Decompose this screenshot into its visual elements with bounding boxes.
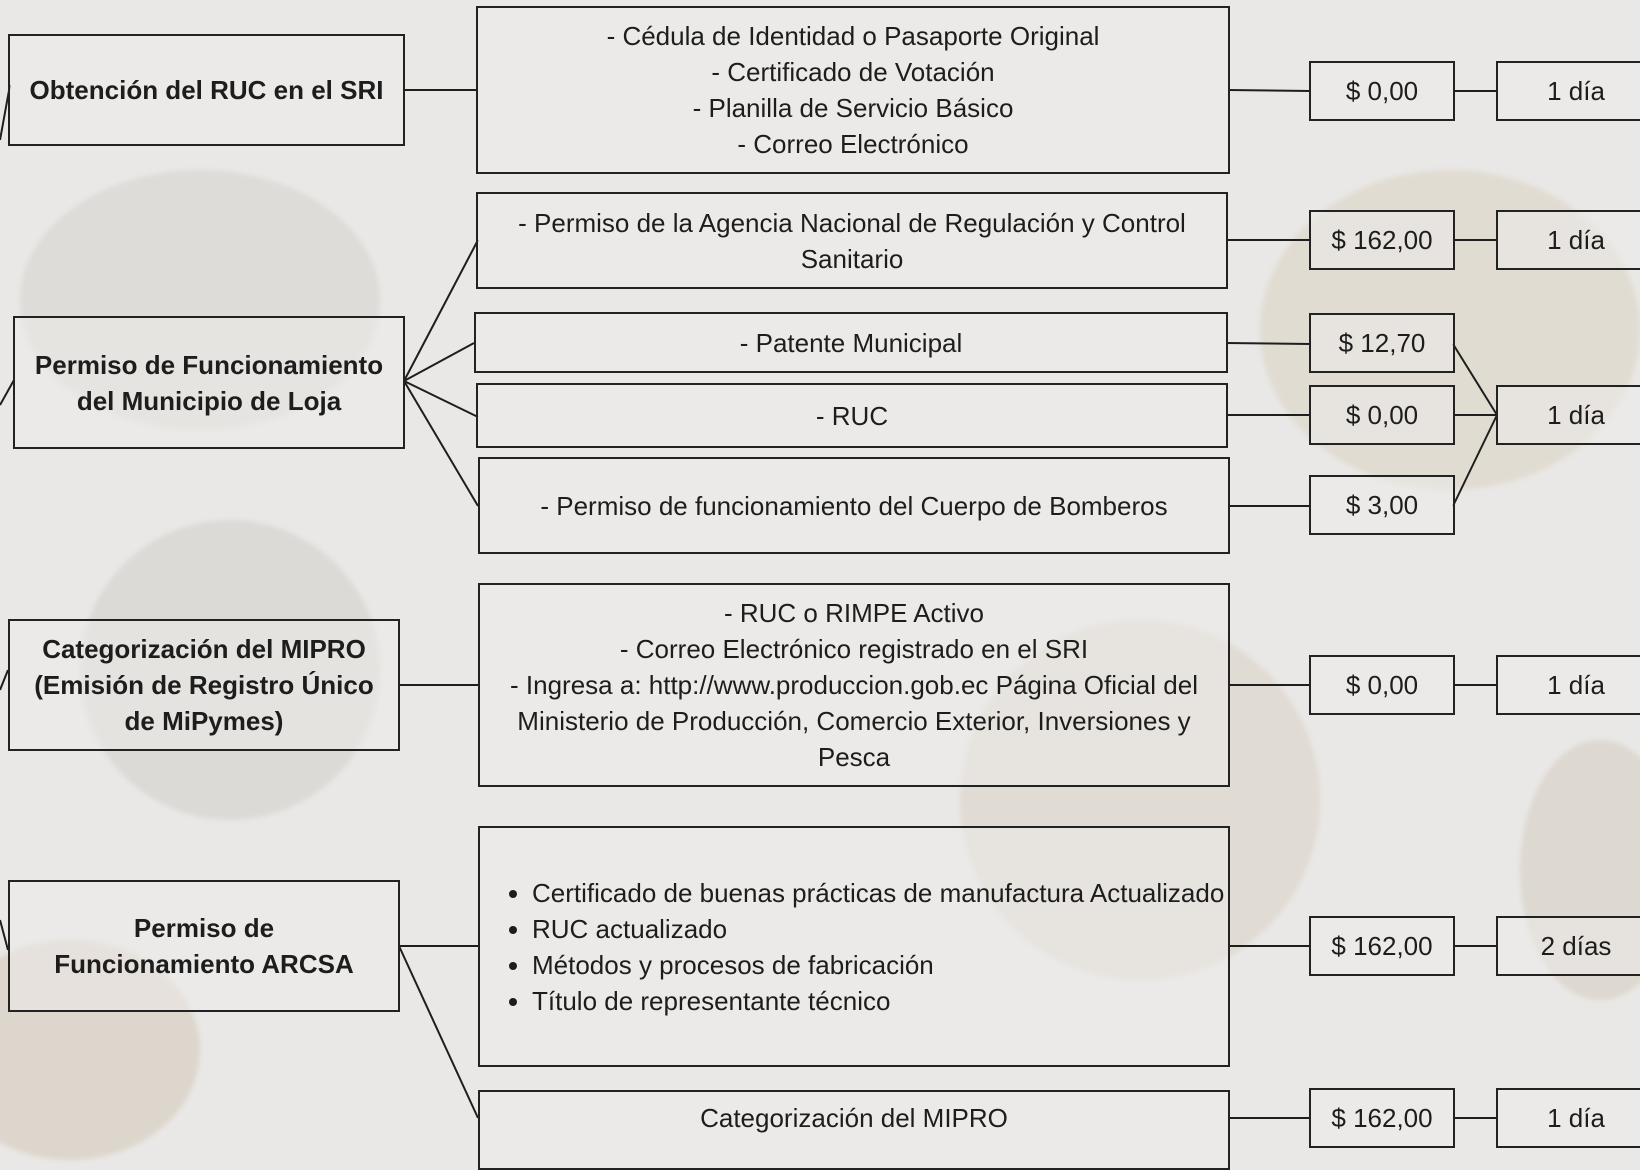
cost-badge: $ 0,00	[1309, 385, 1455, 445]
requirement-bullet: Métodos y procesos de fabricación	[532, 947, 1228, 983]
requirement-bullet: RUC actualizado	[532, 911, 1228, 947]
requirement-patente: - Patente Municipal	[474, 312, 1228, 373]
procedure-mipro: Categorización del MIPRO (Emisión de Reg…	[8, 619, 400, 751]
requirements-mipro: - RUC o RIMPE Activo - Correo Electrónic…	[478, 583, 1230, 787]
requirements-ruc-sri: - Cédula de Identidad o Pasaporte Origin…	[476, 6, 1230, 174]
cost-badge: $ 162,00	[1309, 210, 1455, 270]
time-badge: 1 día	[1496, 1088, 1640, 1148]
procedure-ruc-sri: Obtención del RUC en el SRI	[8, 34, 405, 146]
requirement-bullet-list: Certificado de buenas prácticas de manuf…	[480, 875, 1228, 1019]
requirement-bullet: Certificado de buenas prácticas de manuf…	[532, 875, 1228, 911]
requirement-extra-mipro: Categorización del MIPRO	[478, 1090, 1230, 1170]
requirement-bullet: Título de representante técnico	[532, 983, 1228, 1019]
time-badge: 1 día	[1496, 210, 1640, 270]
requirement-item: - Cédula de Identidad o Pasaporte Origin…	[606, 21, 1100, 51]
procedure-title: Categorización del MIPRO (Emisión de Reg…	[34, 634, 374, 736]
procedure-title: Permiso de Funcionamiento ARCSA	[54, 913, 354, 979]
procedure-arcsa: Permiso de Funcionamiento ARCSA	[8, 880, 400, 1012]
time-badge: 1 día	[1496, 385, 1640, 445]
requirement-item: - Planilla de Servicio Básico	[692, 93, 1014, 123]
time-badge: 1 día	[1496, 655, 1640, 715]
requirement-item: - RUC o RIMPE Activo	[723, 598, 985, 628]
requirement-item: - Correo Electrónico	[737, 129, 969, 159]
procedure-title: Permiso de Funcionamiento del Municipio …	[34, 349, 384, 416]
cost-badge: $ 0,00	[1309, 655, 1455, 715]
requirement-bomberos: - Permiso de funcionamiento del Cuerpo d…	[478, 457, 1230, 554]
cost-badge: $ 3,00	[1309, 475, 1455, 535]
procedure-title: Obtención del RUC en el SRI	[29, 75, 384, 105]
procedure-municipio-loja: Permiso de Funcionamiento del Municipio …	[13, 316, 405, 449]
time-badge: 2 días	[1496, 916, 1640, 976]
cost-badge: $ 162,00	[1309, 1088, 1455, 1148]
cost-badge: $ 12,70	[1309, 313, 1455, 373]
cost-badge: $ 162,00	[1309, 916, 1455, 976]
requirement-item: - Certificado de Votación	[711, 57, 995, 87]
time-badge: 1 día	[1496, 61, 1640, 121]
cost-badge: $ 0,00	[1309, 61, 1455, 121]
requirement-arcsa-permit: - Permiso de la Agencia Nacional de Regu…	[476, 192, 1228, 289]
requirement-item: - Correo Electrónico registrado en el SR…	[619, 634, 1089, 664]
requirements-arcsa: Certificado de buenas prácticas de manuf…	[478, 826, 1230, 1067]
requirement-item: - Ingresa a: http://www.produccion.gob.e…	[510, 670, 1198, 772]
requirement-ruc: - RUC	[476, 383, 1228, 448]
